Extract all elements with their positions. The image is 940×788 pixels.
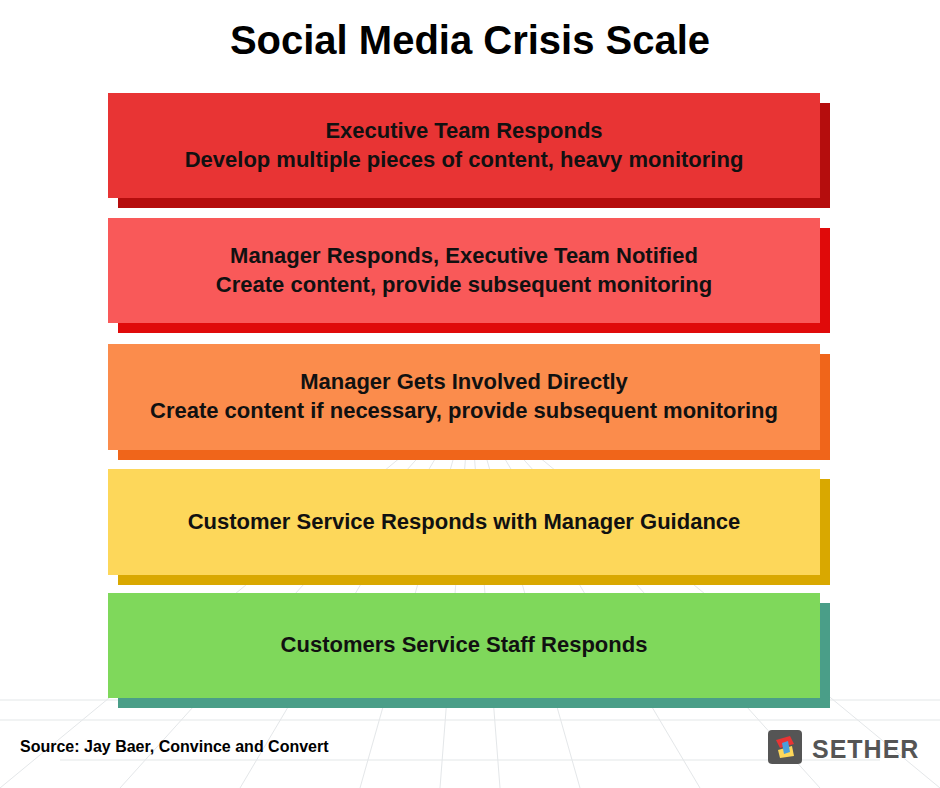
logo-icon (768, 730, 802, 764)
crisis-level-band: Manager Responds, Executive Team Notifie… (108, 218, 820, 323)
crisis-level-band: Executive Team RespondsDevelop multiple … (108, 93, 820, 198)
level-body: Develop multiple pieces of content, heav… (185, 146, 744, 175)
level-heading: Executive Team Responds (325, 117, 602, 146)
crisis-level-band: Customer Service Responds with Manager G… (108, 469, 820, 575)
level-heading: Customers Service Staff Responds (281, 631, 648, 660)
level-body: Create content, provide subsequent monit… (216, 271, 712, 300)
crisis-level-band: Customers Service Staff Responds (108, 593, 820, 698)
crisis-level-band: Manager Gets Involved DirectlyCreate con… (108, 344, 820, 450)
logo-text: SETHER (812, 735, 919, 764)
diagram-title: Social Media Crisis Scale (0, 18, 940, 63)
level-body: Create content if necessary, provide sub… (150, 397, 778, 426)
level-heading: Customer Service Responds with Manager G… (188, 508, 741, 537)
source-note: Source: Jay Baer, Convince and Convert (20, 738, 329, 756)
level-heading: Manager Responds, Executive Team Notifie… (230, 242, 698, 271)
level-heading: Manager Gets Involved Directly (300, 368, 628, 397)
